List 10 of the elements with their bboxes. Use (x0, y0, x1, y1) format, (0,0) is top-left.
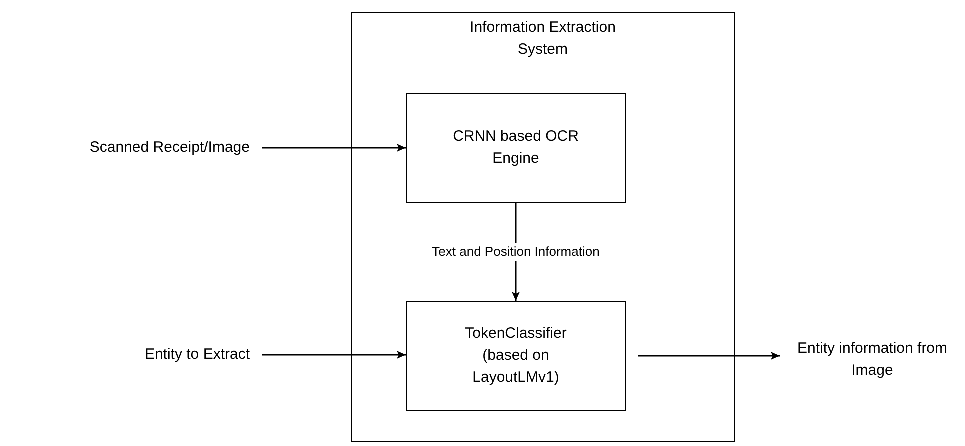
process-box: TokenClassifier (based on LayoutLMv1) (406, 301, 626, 411)
input-label: Entity to Extract (40, 343, 250, 367)
process-box: CRNN based OCR Engine (406, 93, 626, 203)
arrow (638, 352, 780, 360)
system-title: Information Extraction System (469, 18, 617, 60)
input-label: Scanned Receipt/Image (0, 136, 250, 160)
system-boundary-box (351, 12, 735, 442)
output-label: Entity information from Image (780, 334, 965, 386)
arrow (262, 351, 406, 359)
arrow (262, 144, 406, 152)
